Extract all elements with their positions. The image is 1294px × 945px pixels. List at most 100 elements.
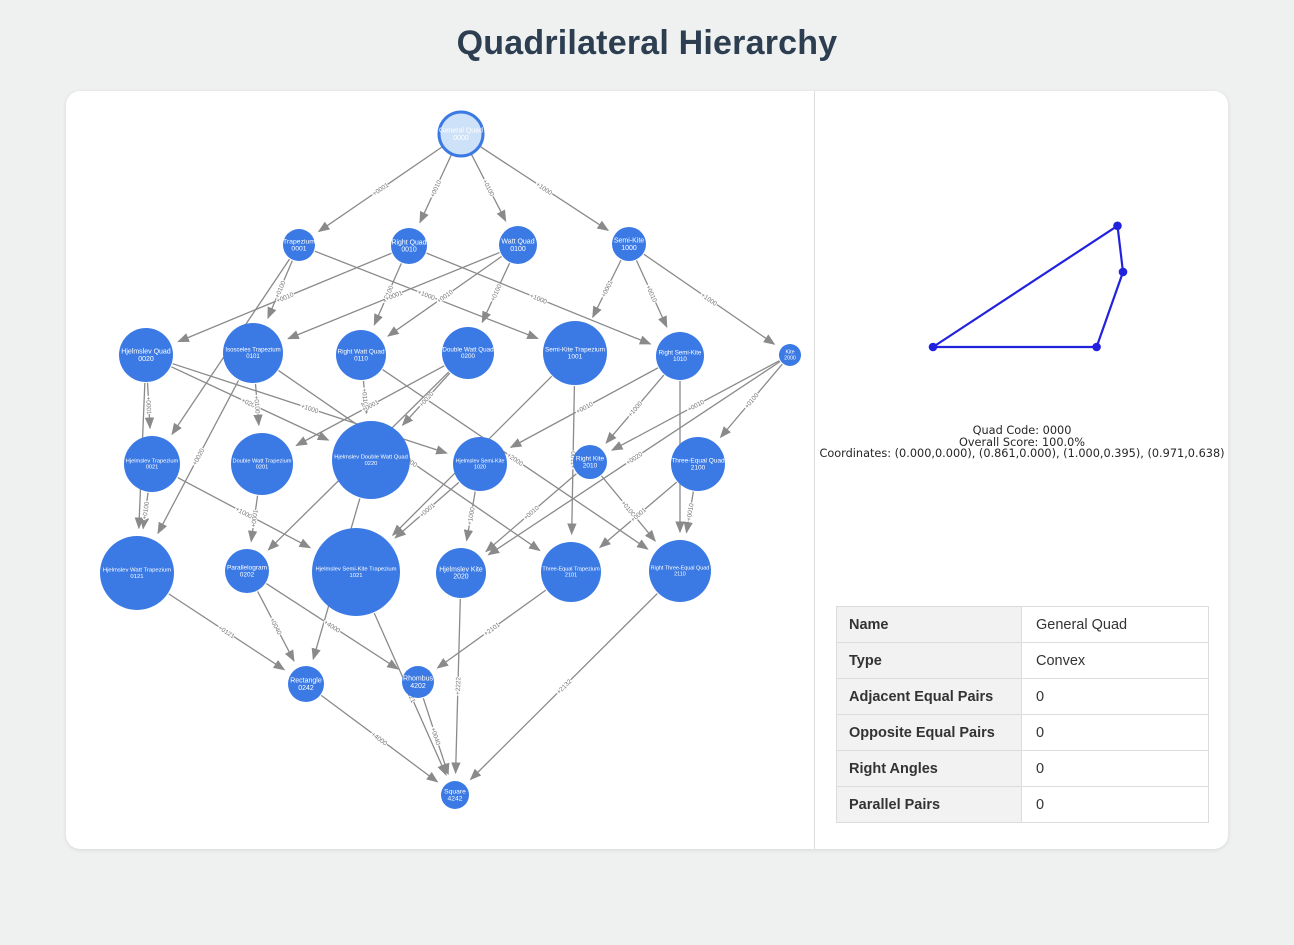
graph-edge [401,372,451,427]
detail-pane: Quad Code: 0000 Overall Score: 100.0% Co… [814,91,1228,849]
property-value: 0 [1021,714,1209,752]
graph-edge [317,146,443,233]
property-label: Right Angles [836,750,1022,788]
graph-edge [719,363,783,439]
graph-edge [422,697,450,776]
graph-edge-label: +0100 [252,395,260,414]
node-code: 2020 [453,574,468,581]
property-value: Convex [1021,642,1209,680]
main-card: +0001+0010+0100+1000+0100+1000+0020+0010… [66,91,1228,849]
graph-edge-label: +0121 [217,625,236,641]
graph-edge [320,694,439,783]
overall-score-line: Overall Score: 100.0% [958,435,1086,449]
property-label: Parallel Pairs [836,786,1022,824]
graph-edge-label: +2222 [455,677,462,696]
node-label: Hjelmslev Watt Trapezium [103,568,171,574]
node-label: Right Three-Equal Quad [651,566,710,572]
node-label: Trapezium [283,238,315,245]
node-code: 1021 [350,573,363,579]
graph-edge [177,476,312,549]
graph-edge [387,255,502,337]
property-value: General Quad [1021,606,1209,644]
node-code: 4242 [448,796,463,803]
graph-edge-label: +0100 [490,283,504,303]
graph-edge [287,251,500,340]
property-label: Type [836,642,1022,680]
node-label: Hjelmslev Double Watt Quad [334,455,408,461]
node-code: 0001 [291,246,306,253]
node-label: Right Kite [576,455,605,462]
quad-shape-figure [928,221,1128,352]
property-value: 0 [1021,786,1209,824]
graph-edge [426,252,652,345]
node-code: 1000 [621,245,637,252]
node-label: Rhombus [403,675,433,682]
quad-vertex-dot [928,342,938,352]
graph-edge-label: +0010 [686,502,696,521]
graph-edge [643,253,776,345]
graph-edge [509,367,659,448]
node-code: 0010 [401,247,417,254]
node-code: 0200 [461,353,475,360]
graph-edge-label: +0100 [142,501,151,520]
property-label: Name [836,606,1022,644]
graph-edge-label: +1000 [534,181,553,197]
graph-edge-label: +1000 [699,292,718,308]
quad-vertex-dot [1092,342,1101,352]
graph-edge [394,481,460,539]
page-title: Quadrilateral Hierarchy [456,24,838,62]
graph-edge-label: +1000 [627,400,644,419]
node-label: Hjelmslev Trapezium [126,459,179,465]
node-code: 0110 [354,355,368,362]
graph-edge-label: +0020 [625,451,644,467]
graph-edge-label: +0010 [429,179,443,199]
node-label: Double Watt Trapezium [233,459,292,465]
node-label: Three-Equal Quad [671,457,725,464]
graph-edge-label: +0100 [481,178,496,198]
hierarchy-graph[interactable]: +0001+0010+0100+1000+0100+1000+0020+0010… [66,91,814,849]
node-code: 0242 [298,685,314,692]
node-label: Hjelmslev Quad [121,348,171,355]
graph-edge [683,491,694,534]
